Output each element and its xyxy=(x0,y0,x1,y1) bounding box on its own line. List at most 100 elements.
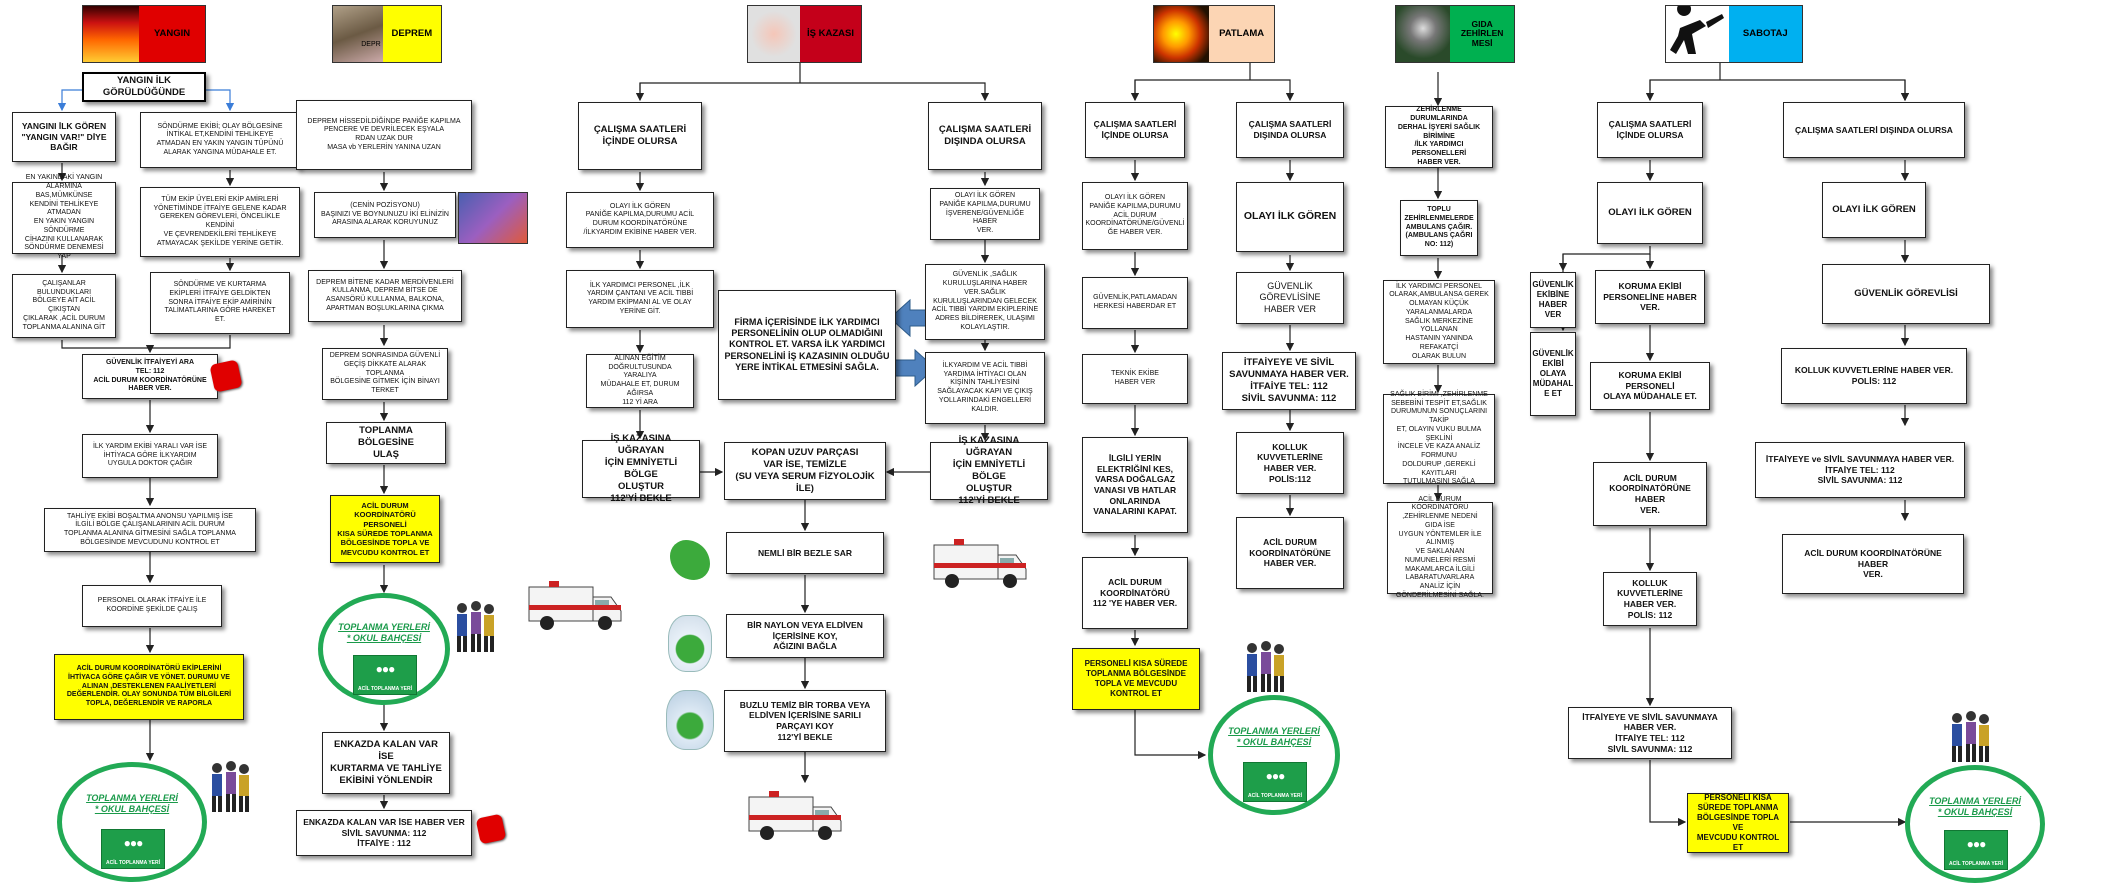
assembly-point-patlama: TOPLANMA YERLERİ * OKUL BAHÇESİ ●●●ACİL … xyxy=(1208,695,1340,815)
injured-hand-icon xyxy=(748,6,800,62)
people-icon: ●●● xyxy=(1265,768,1286,783)
people-group-icon xyxy=(450,600,500,655)
header-patlama: PATLAMA xyxy=(1153,5,1275,63)
patlama-r3: İTFAİYEYE VE SİVİL SAVUNMAYA HABER VER. … xyxy=(1222,352,1356,410)
assembly-title: TOPLANMA YERLERİ * OKUL BAHÇESİ xyxy=(86,793,178,815)
people-group-svg xyxy=(212,761,249,812)
gida-s2: TOPLU ZEHİRLENMELERDE AMBULANS ÇAĞIR. (A… xyxy=(1400,200,1478,256)
assembly-sign: ●●●ACİL TOPLANMA YERİ xyxy=(353,655,417,696)
sabotaj-l6: İTFAİYEYE VE SİVİL SAVUNMAYA HABER VER. … xyxy=(1568,707,1732,759)
sabotaj-l3: KORUMA EKİBİ PERSONELİ OLAYA MÜDAHALE ET… xyxy=(1590,362,1710,410)
is-kazasi-r3: İLKYARDIM VE ACİL TIBBİ YARDIMA İHTİYACI… xyxy=(925,352,1045,424)
patlama-l3: TEKNİK EKİBE HABER VER xyxy=(1082,354,1188,404)
assembly-sign: ●●●ACİL TOPLANMA YERİ xyxy=(101,828,165,869)
assembly-point-yangin: TOPLANMA YERLERİ * OKUL BAHÇESİ ●●●ACİL … xyxy=(57,762,207,882)
deprem-s2: (CENİN POZİSYONU) BAŞINIZI VE BOYNUNUZU … xyxy=(314,192,456,238)
people-group-icon xyxy=(1945,710,1995,765)
yangin-l3: ÇALIŞANLAR BULUNDUKLARI BÖLGEYE AİT ACİL… xyxy=(12,274,116,338)
people-icon: ●●● xyxy=(375,662,396,677)
yangin-s5: ACİL DURUM KOORDİNATÖRÜ EKİPLERİNİ İHTİY… xyxy=(54,654,244,720)
assembly-point-sabotaj: TOPLANMA YERLERİ * OKUL BAHÇESİ ●●●ACİL … xyxy=(1905,765,2045,883)
people-icon: ●●● xyxy=(1966,837,1987,852)
header-yangin-label: YANGIN xyxy=(139,6,205,62)
patlama-right-head: ÇALIŞMA SAATLERİ DIŞINDA OLURSA xyxy=(1236,102,1344,158)
green-glove-icon xyxy=(670,540,710,580)
sabotaj-l4: ACİL DURUM KOORDİNATÖRÜNE HABER VER. xyxy=(1593,462,1707,526)
ambulance-svg xyxy=(933,539,1027,588)
sabotaj-right-head: ÇALIŞMA SAATLERİ DIŞINDA OLURSA xyxy=(1783,102,1965,158)
nylon-bag-icon xyxy=(668,615,712,672)
header-deprem-label: DEPREM xyxy=(382,6,441,62)
sabotaj-l5: KOLLUK KUVVETLERİNE HABER VER. POLİS: 11… xyxy=(1603,572,1697,626)
assembly-title: TOPLANMA YERLERİ * OKUL BAHÇESİ xyxy=(1929,795,2021,817)
header-deprem-pic-label: DEPR xyxy=(361,41,381,48)
gida-s5: ACİL DURUM KOORDİNATÖRÜ ,ZEHİRLENME NEDE… xyxy=(1387,496,1493,599)
is-kazasi-l2: İLK YARDIMCI PERSONEL ,İLK YARDIM ÇANTAN… xyxy=(566,270,714,328)
yangin-s2: İLK YARDIM EKİBİ YARALI VAR İSE İHTİYACA… xyxy=(82,434,218,478)
deprem-s3: DEPREM BİTENE KADAR MERDİVENLERİ KULLANM… xyxy=(308,270,462,322)
sabotaj-r4: İTFAİYEYE ve SİVİL SAVUNMAYA HABER VER. … xyxy=(1755,442,1965,498)
yangin-r2: TÜM EKİP ÜYELERİ EKİP AMİRLERİ YÖNETİMİN… xyxy=(140,187,300,257)
is-kazasi-note: FİRMA İÇERİSİNDE İLK YARDIMCI PERSONELİN… xyxy=(718,290,896,400)
fire-icon xyxy=(83,6,140,62)
patlama-l4: İLGİLİ YERİN ELEKTRİĞİNİ KES, VARSA DOĞA… xyxy=(1082,437,1188,533)
is-kazasi-l1: OLAYI İLK GÖREN PANİĞE KAPILMA,DURUMU AC… xyxy=(566,192,714,248)
header-deprem: DEPR DEPREM xyxy=(332,5,442,63)
yangin-r1: SÖNDÜRME EKİBİ; OLAY BÖLGESİNE İNTİKAL E… xyxy=(140,112,300,168)
header-sabotaj-label: SABOTAJ xyxy=(1728,6,1802,62)
yangin-start: YANGIN İLK GÖRÜLDÜĞÜNDE xyxy=(82,72,206,102)
yangin-l1: YANGINI İLK GÖREN "YANGIN VAR!" DİYE BAĞ… xyxy=(12,112,116,162)
people-group-svg xyxy=(1952,711,1989,762)
is-kazasi-c2: NEMLİ BİR BEZLE SAR xyxy=(726,532,884,574)
deprem-s8: ENKAZDA KALAN VAR İSE HABER VER SİVİL SA… xyxy=(296,810,472,856)
header-is-kazasi: İŞ KAZASI xyxy=(747,5,862,63)
deprem-s6: ACİL DURUM KOORDİNATÖRÜ PERSONELİ KISA S… xyxy=(330,495,440,563)
sabotaj-r2: GÜVENLİK GÖREVLİSİ xyxy=(1822,264,1990,324)
gida-s1: ZEHİRLENME DURUMLARINDA DERHAL İŞYERİ SA… xyxy=(1385,106,1493,168)
ambulance-icon xyxy=(525,575,625,635)
patlama-r4: KOLLUK KUVVETLERİNE HABER VER. POLİS:112 xyxy=(1236,432,1344,494)
assembly-sign-label: ACİL TOPLANMA YERİ xyxy=(106,859,160,866)
is-kazasi-c4: BUZLU TEMİZ BİR TORBA VEYA ELDİVEN İÇERİ… xyxy=(724,690,886,752)
ambulance-icon xyxy=(930,533,1030,593)
ambulance-svg xyxy=(528,581,622,630)
header-patlama-label: PATLAMA xyxy=(1209,6,1274,62)
is-kazasi-right-head: ÇALIŞMA SAATLERİ DIŞINDA OLURSA xyxy=(928,102,1042,170)
gida-s4: SAĞLIK BİRİMİ ,ZEHİRLENME SEBEBİNİ TESPİ… xyxy=(1383,391,1495,485)
is-kazasi-left-head: ÇALIŞMA SAATLERİ İÇİNDE OLURSA xyxy=(578,102,702,170)
header-sabotaj: SABOTAJ xyxy=(1665,2,1803,63)
is-kazasi-r2: GÜVENLİK ,SAĞLIK KURULUŞLARINA HABER VER… xyxy=(925,264,1045,340)
patlama-r5: ACİL DURUM KOORDİNATÖRÜNE HABER VER. xyxy=(1236,517,1344,589)
yangin-l2: EN YAKINDAKİ YANGIN ALARMINA BAS,MÜMKÜNS… xyxy=(12,174,116,260)
yangin-s4: PERSONEL OLARAK İTFAİYE İLE KOORDİNE ŞEK… xyxy=(82,585,222,627)
assembly-sign: ●●●ACİL TOPLANMA YERİ xyxy=(1944,830,2008,871)
deprem-s5: TOPLANMA BÖLGESİNE ULAŞ xyxy=(326,422,446,464)
red-phone-icon xyxy=(475,813,507,845)
is-kazasi-l4: İŞ KAZASINA UĞRAYAN İÇİN EMNİYETLİ BÖLGE… xyxy=(582,433,700,504)
header-gida: GIDA ZEHİRLEN MESİ xyxy=(1395,5,1515,63)
people-group-svg xyxy=(457,601,494,652)
ambulance-svg xyxy=(748,791,842,840)
ice-bag-icon xyxy=(666,690,714,750)
yangin-s3: TAHLİYE EKİBİ BOŞALTMA ANONSU YAPILMIŞ İ… xyxy=(44,508,256,552)
ambulance-icon xyxy=(745,785,845,845)
deprem-s7: ENKAZDA KALAN VAR İSE KURTARMA VE TAHLİY… xyxy=(322,732,450,794)
sabotaj-l1: OLAYI İLK GÖREN xyxy=(1597,182,1703,244)
sabotaj-r5: ACİL DURUM KOORDİNATÖRÜNE HABER VER. xyxy=(1782,534,1964,594)
sabotaj-left-head: ÇALIŞMA SAATLERİ İÇİNDE OLURSA xyxy=(1597,102,1703,158)
saboteur-silhouette xyxy=(1670,2,1724,54)
patlama-left-head: ÇALIŞMA SAATLERİ İÇİNDE OLURSA xyxy=(1085,102,1185,158)
sabotaj-side2: GÜVENLİK EKİBİ OLAYA MÜDAHAL E ET xyxy=(1530,332,1576,416)
deprem-s4: DEPREM SONRASINDA GÜVENLİ GEÇİŞ DİKKATE … xyxy=(322,348,448,400)
gida-s3: İLK YARDIMCI PERSONEL OLARAK,AMBULANSA G… xyxy=(1383,280,1495,364)
is-kazasi-c1: KOPAN UZUV PARÇASI VAR İSE, TEMİZLE (SU … xyxy=(724,442,886,500)
is-kazasi-l3: ALINAN EĞİTİM DOĞRULTUSUNDA YARALIYA MÜD… xyxy=(586,354,694,408)
assembly-sign: ●●●ACİL TOPLANMA YERİ xyxy=(1243,761,1307,802)
sabotaj-r3: KOLLUK KUVVETLERİNE HABER VER. POLİS: 11… xyxy=(1781,348,1967,404)
deprem-s1: DEPREM HİSSEDİLDİĞİNDE PANİĞE KAPILMA PE… xyxy=(296,100,472,170)
people-group-icon xyxy=(205,760,255,815)
explosion-icon xyxy=(1154,6,1210,62)
sabotaj-r1: OLAYI İLK GÖREN xyxy=(1822,182,1926,238)
